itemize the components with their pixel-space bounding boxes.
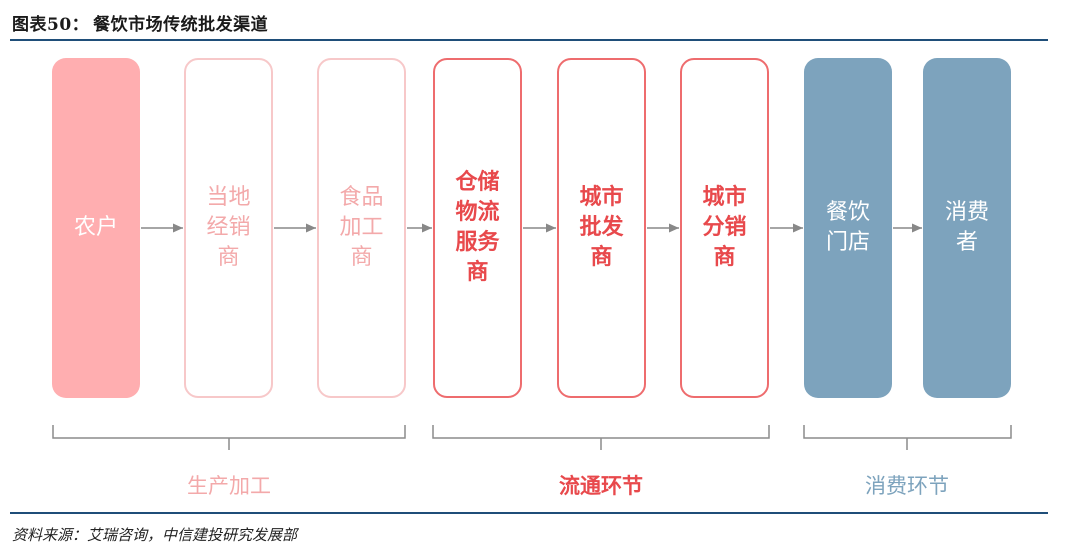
node-consumer: 消费 者 <box>923 58 1011 398</box>
figure-title: 图表50：餐饮市场传统批发渠道 <box>12 10 268 35</box>
source-note: 资料来源：艾瑞咨询，中信建投研究发展部 <box>12 526 298 544</box>
node-logistics: 仓储 物流 服务 商 <box>433 58 522 398</box>
figure-number: 图表50： <box>12 15 90 35</box>
bracket-consumption <box>803 425 1012 450</box>
group-label-consumption: 消费环节 <box>865 474 949 498</box>
bracket-production <box>52 425 406 450</box>
node-farmer: 农户 <box>52 58 140 398</box>
figure-title-text: 餐饮市场传统批发渠道 <box>93 15 269 35</box>
bottom-rule <box>10 512 1048 514</box>
node-city-wholesale: 城市 批发 商 <box>557 58 646 398</box>
node-food-processor: 食品 加工 商 <box>317 58 406 398</box>
group-label-production: 生产加工 <box>187 474 271 498</box>
bracket-circulation <box>432 425 770 450</box>
node-restaurant: 餐饮 门店 <box>804 58 892 398</box>
node-city-distributor: 城市 分销 商 <box>680 58 769 398</box>
node-local-dealer: 当地 经销 商 <box>184 58 273 398</box>
group-label-circulation: 流通环节 <box>559 474 643 498</box>
top-rule <box>10 39 1048 41</box>
